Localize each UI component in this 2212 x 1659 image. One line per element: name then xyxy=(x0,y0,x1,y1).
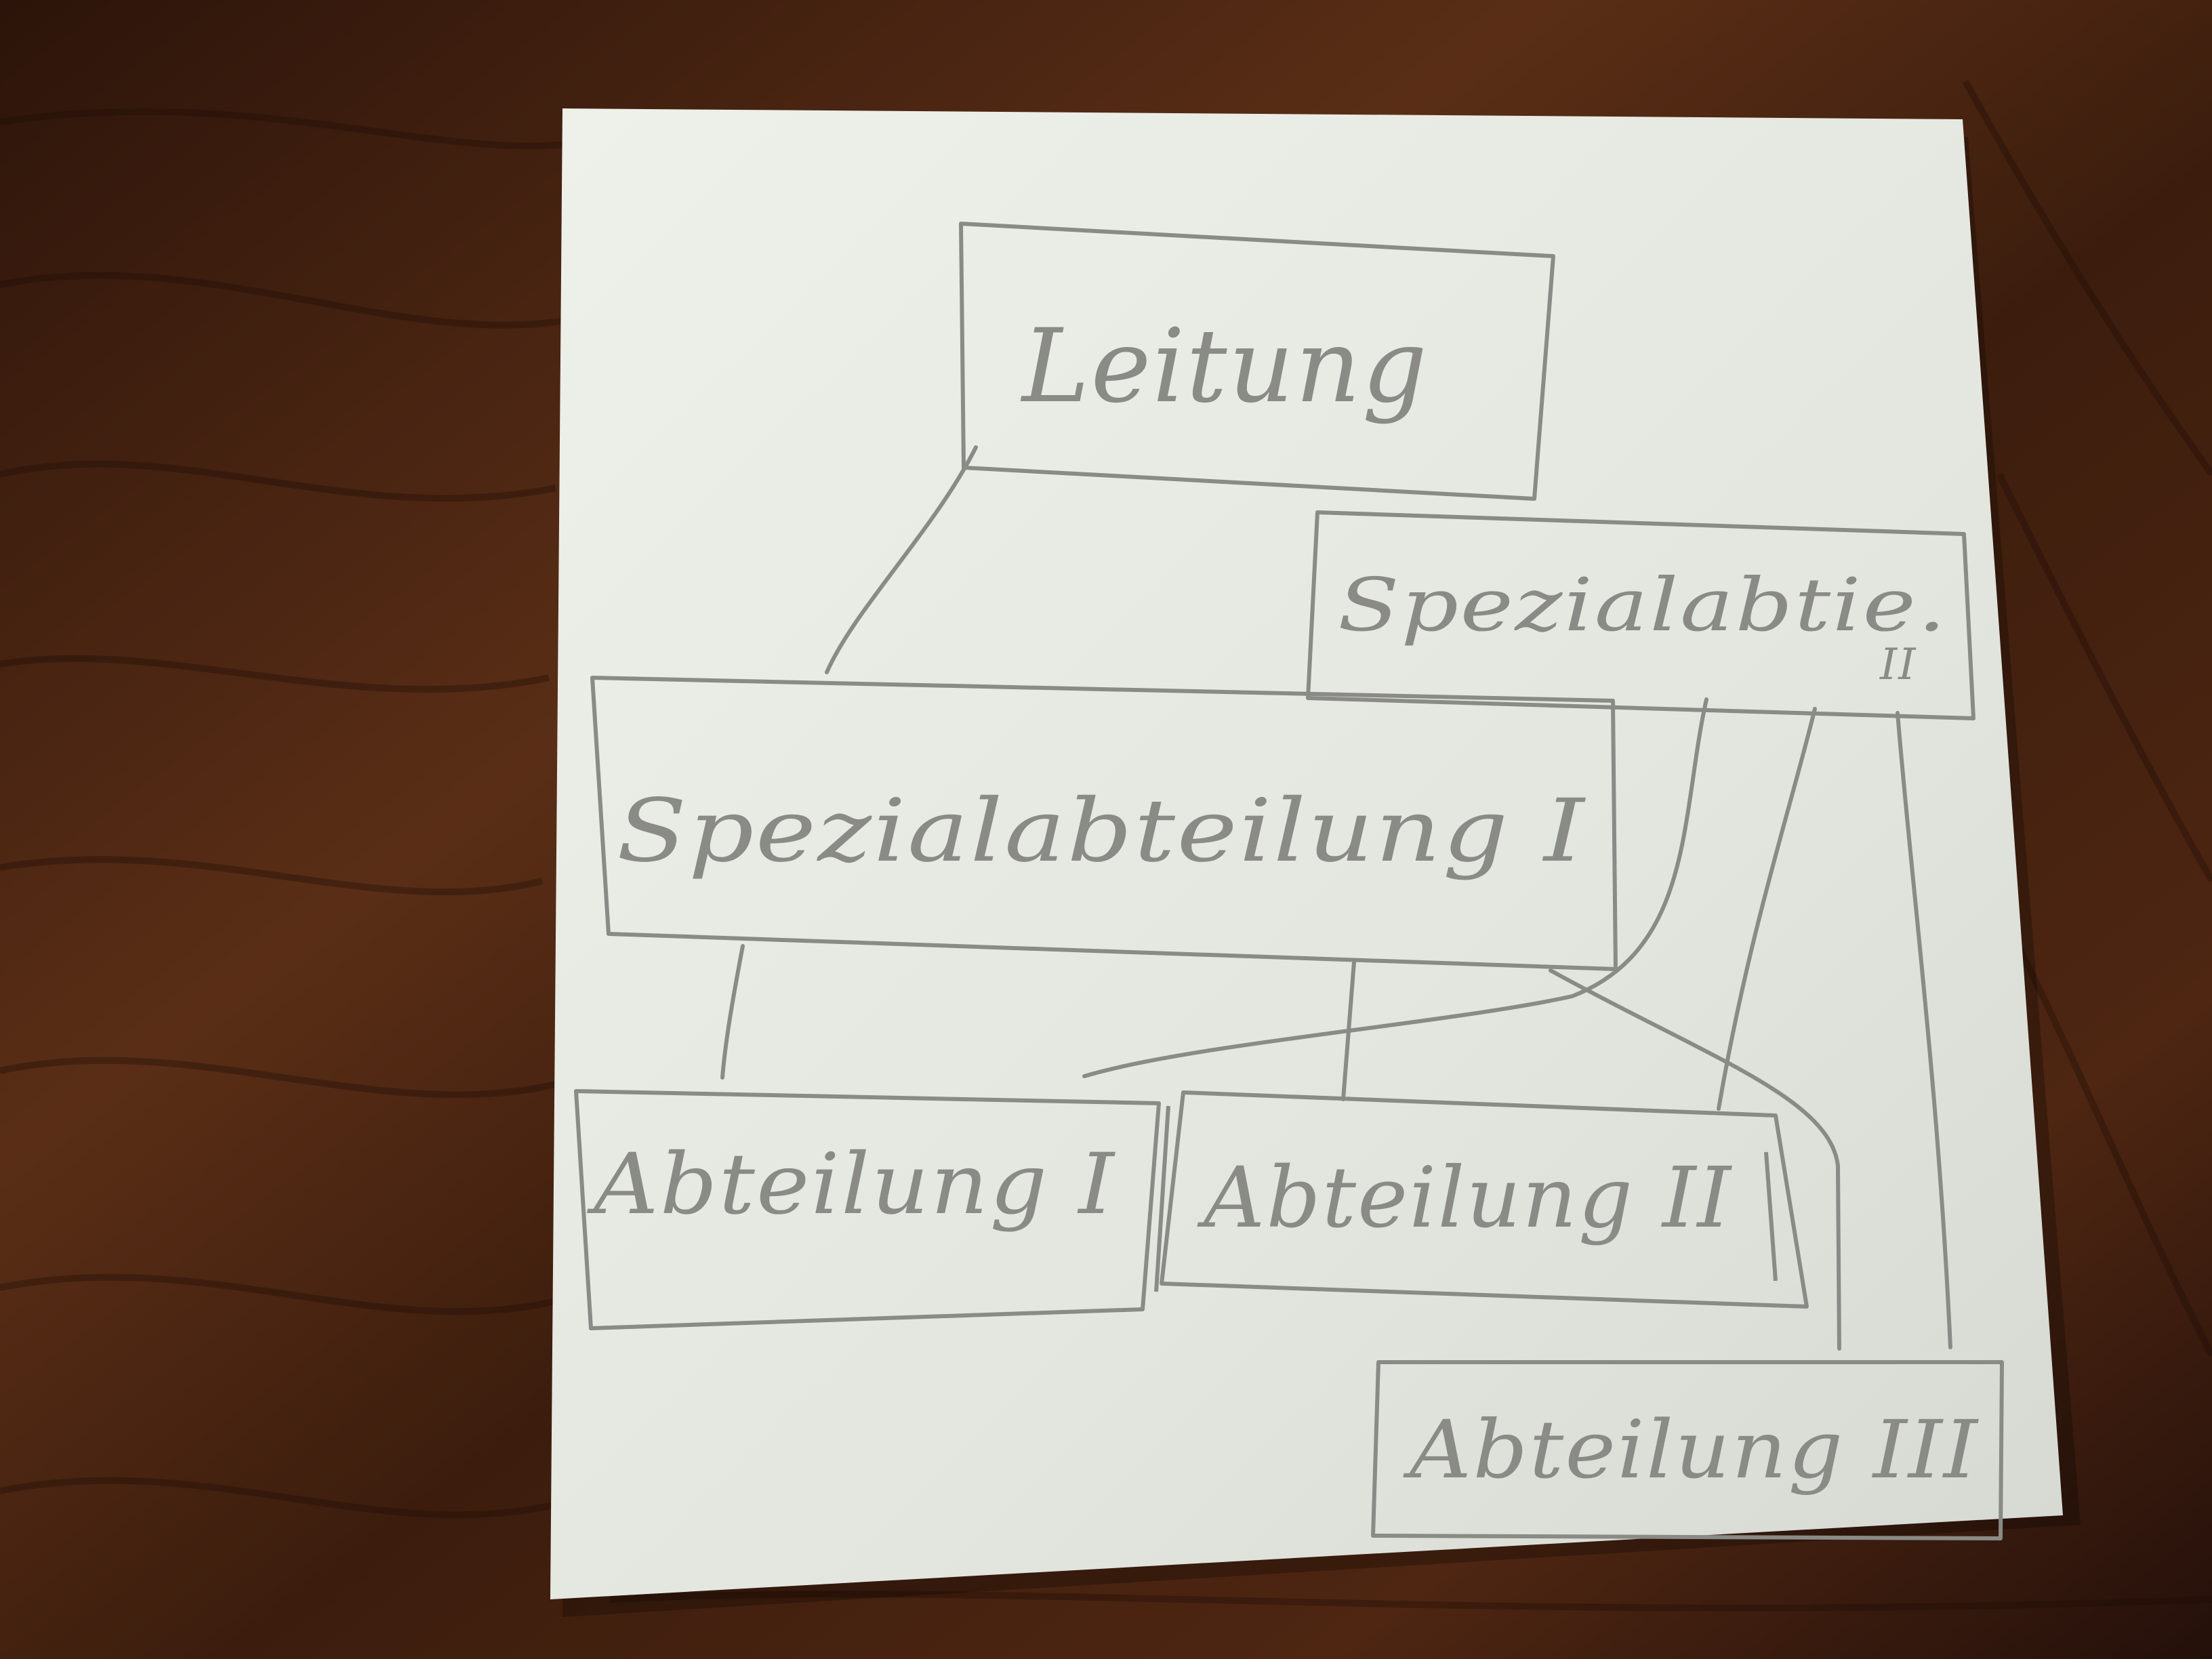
wood-grain xyxy=(0,79,2212,1612)
label-leitung: Leitung xyxy=(1020,308,1429,426)
label-spezialabteilung-2: Spezialabtie. xyxy=(1338,563,1948,648)
label-spezialabteilung-1: Spezialabteilung I xyxy=(617,781,1586,882)
line-spezialabteilung-1-to-abteilung-1 xyxy=(720,944,745,1080)
box-abteilung-1 xyxy=(574,1089,1161,1330)
line-spezialabteilung-2-to-abteilung-3 xyxy=(1896,711,1952,1349)
connection-lines xyxy=(720,445,1952,1351)
label-abteilung-2: Abteilung II xyxy=(1197,1149,1732,1247)
box-abteilung-3 xyxy=(1371,1360,2004,1540)
line-spezialabteilung-2-to-abteilung-1 xyxy=(1082,697,1708,1078)
box-leitung xyxy=(959,222,1555,501)
box-spezialabteilung-1 xyxy=(590,676,1618,971)
label-abteilung-3: Abteilung III xyxy=(1403,1403,1979,1496)
label-abteilung-1: Abteilung I xyxy=(586,1136,1115,1233)
box-spezialabteilung-2 xyxy=(1306,510,1975,720)
box-abteilung-2 xyxy=(1160,1090,1809,1309)
diagram-boxes xyxy=(574,222,2004,1540)
diagram-labels: Leitung Spezialabtie. II Spezialabteilun… xyxy=(586,308,1979,1496)
label-spezialabteilung-2-numeral: II xyxy=(1879,640,1917,690)
line-leitung-to-spezialabteilung-1 xyxy=(825,445,978,674)
extra-stroke-abteilung-2 xyxy=(1154,1105,1778,1292)
line-spezialabteilung-2-to-abteilung-2 xyxy=(1717,707,1817,1111)
line-spezialabteilung-1-to-abteilung-3 xyxy=(1549,968,1841,1351)
